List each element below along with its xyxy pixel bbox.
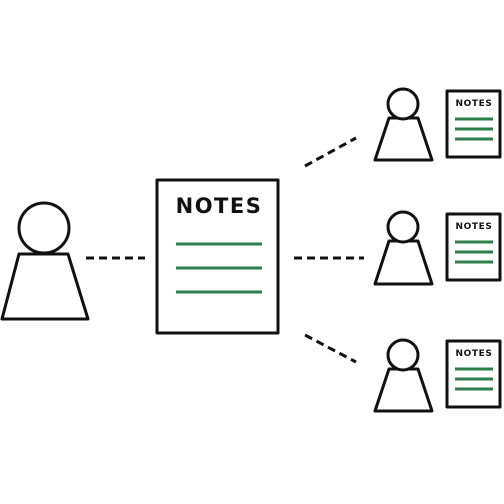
connector-notes-to-recipient-1	[304, 136, 357, 168]
recipient-3-head	[386, 338, 420, 372]
recipient-3-notes-page	[445, 339, 502, 409]
recipient-3-notes-document: NOTES	[445, 339, 502, 409]
central-notes-title: NOTES	[176, 194, 263, 218]
recipient-2-head	[386, 210, 420, 244]
recipient-1-body	[373, 116, 434, 162]
recipient-2-person-icon	[373, 210, 434, 286]
recipient-2-notes-title: NOTES	[456, 222, 493, 232]
sender-head	[17, 201, 71, 255]
recipient-3-person-icon	[373, 338, 434, 413]
sender-person-icon	[0, 201, 90, 321]
recipient-3: NOTES	[373, 338, 502, 413]
recipient-3-notes-title: NOTES	[456, 349, 493, 359]
sender-body	[0, 252, 90, 321]
recipient-1-head	[386, 87, 420, 121]
recipient-2: NOTES	[373, 210, 502, 286]
recipient-2-body	[373, 239, 434, 286]
recipient-1-notes-page	[445, 89, 502, 159]
recipient-1-notes-document: NOTES	[445, 89, 502, 159]
connector-notes-to-recipient-3	[304, 333, 357, 364]
recipient-1-notes-title: NOTES	[456, 99, 493, 109]
recipient-1-person-icon	[373, 87, 434, 162]
central-notes-document: NOTES	[155, 178, 280, 335]
central-notes-page	[155, 178, 280, 335]
recipient-3-body	[373, 367, 434, 413]
recipient-1: NOTES	[373, 87, 502, 162]
recipient-2-notes-document: NOTES	[445, 212, 502, 282]
recipient-2-notes-page	[445, 212, 502, 282]
